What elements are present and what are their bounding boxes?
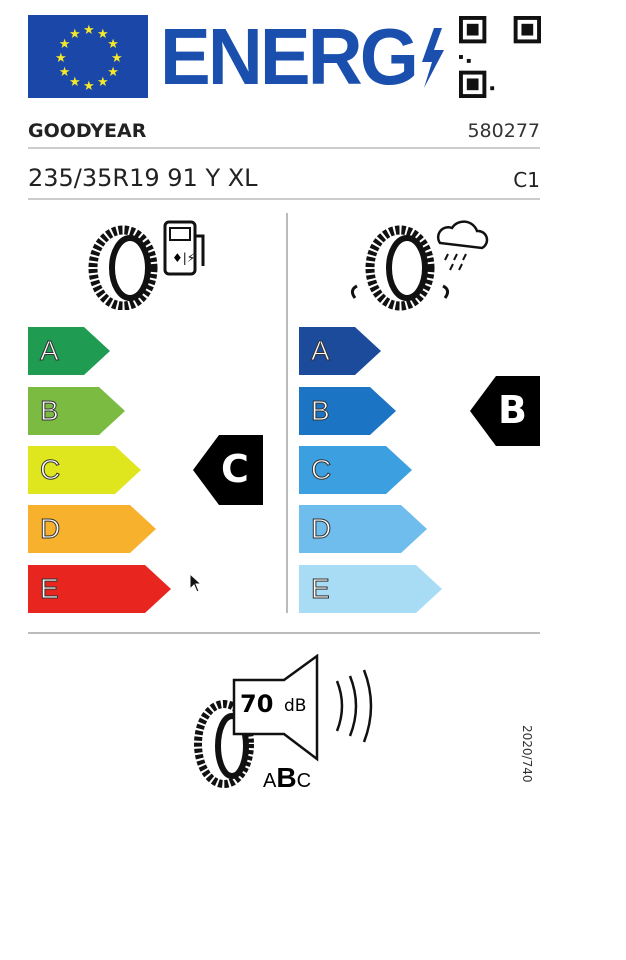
eu-flag: ★★★★★★★★★★★★ xyxy=(28,15,148,98)
fuel-class-d-arrow: D xyxy=(28,505,156,553)
fuel-class-e-arrow: E xyxy=(28,565,171,613)
divider xyxy=(28,632,540,634)
eu-stars-icon: ★★★★★★★★★★★★ xyxy=(55,23,123,94)
star-icon: ★ xyxy=(97,27,109,42)
fuel-tyre-pump-icon: ♦|⚡ xyxy=(88,220,205,310)
divider xyxy=(28,147,540,149)
star-icon: ★ xyxy=(97,75,109,90)
regulation-number: 2020/740 xyxy=(520,725,534,783)
wet-rating-label: B xyxy=(498,388,527,432)
wet-rating-marker: B xyxy=(470,376,540,446)
tyre-class: C1 xyxy=(513,168,540,192)
energy-title: ENERG xyxy=(160,12,419,101)
star-icon: ★ xyxy=(107,37,119,52)
noise-class-scale: ABC xyxy=(263,762,311,794)
star-icon: ★ xyxy=(111,51,123,66)
wet-class-a-arrow: A xyxy=(299,327,381,375)
star-icon: ★ xyxy=(69,27,81,42)
fuel-class-label: A xyxy=(40,335,59,366)
divider xyxy=(286,213,288,613)
noise-unit: dB xyxy=(284,696,307,716)
model-identifier: 580277 xyxy=(467,120,540,142)
divider xyxy=(28,198,540,200)
noise-class-b: B xyxy=(276,762,297,793)
wet-class-e-arrow: E xyxy=(299,565,442,613)
fuel-class-label: C xyxy=(40,454,61,485)
noise-tyre-speaker-icon xyxy=(194,654,373,788)
wet-class-c-arrow: C xyxy=(299,446,412,494)
noise-class-a: A xyxy=(263,770,277,792)
wet-class-label: B xyxy=(311,395,330,426)
fuel-class-label: B xyxy=(40,395,59,426)
noise-class-c: C xyxy=(296,770,312,792)
star-icon: ★ xyxy=(55,51,67,66)
star-icon: ★ xyxy=(69,75,81,90)
star-icon: ★ xyxy=(83,23,95,38)
wet-class-label: C xyxy=(311,454,332,485)
fuel-rating-label: C xyxy=(221,447,249,491)
mouse-cursor-icon xyxy=(189,572,203,593)
fuel-class-label: D xyxy=(40,513,61,544)
star-icon: ★ xyxy=(107,65,119,80)
noise-value: 70 xyxy=(240,690,274,718)
wet-class-label: A xyxy=(311,335,330,366)
wet-class-label: D xyxy=(311,513,332,544)
tyre-size: 235/35R19 91 Y XL xyxy=(28,164,258,192)
wet-class-b-arrow: B xyxy=(299,387,396,435)
wet-class-label: E xyxy=(311,573,330,604)
fuel-class-a-arrow: A xyxy=(28,327,110,375)
svg-text:♦|⚡: ♦|⚡ xyxy=(172,251,195,265)
fuel-rating-marker: C xyxy=(193,435,263,505)
fuel-class-b-arrow: B xyxy=(28,387,125,435)
wet-grip-tyre-rain-icon xyxy=(350,220,489,311)
fuel-class-label: E xyxy=(40,573,59,604)
qr-code-icon[interactable] xyxy=(459,16,541,98)
lightning-icon xyxy=(422,28,444,88)
wet-class-d-arrow: D xyxy=(299,505,427,553)
supplier-name: GOODYEAR xyxy=(28,120,147,142)
star-icon: ★ xyxy=(59,37,71,52)
star-icon: ★ xyxy=(59,65,71,80)
star-icon: ★ xyxy=(83,79,95,94)
fuel-class-c-arrow: C xyxy=(28,446,141,494)
